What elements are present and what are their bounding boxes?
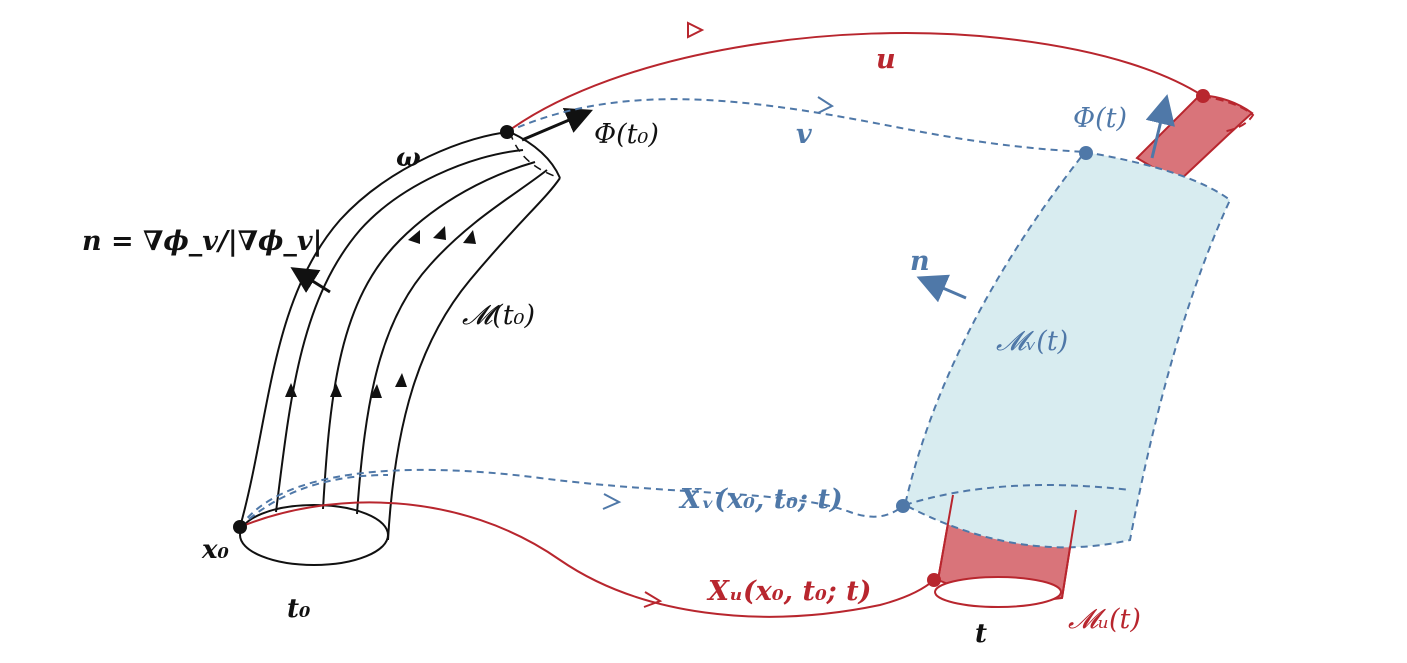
vorticity-arrowhead [330,383,342,397]
mu-t-label: 𝓜ᵤ(t) [1068,604,1141,635]
tube-top-cap-back [509,131,561,179]
t-label: t [975,619,987,649]
v-label: v [796,119,812,150]
vorticity-arrowhead [285,383,297,397]
xv-label: Xᵥ(x₀, t₀; t) [678,484,843,515]
normal-definition-label: n = ∇ϕ_v/|∇ϕ_v| [82,226,322,257]
tube-right-wall [387,177,561,541]
tube-normal-arrow [290,267,331,294]
v-tube-bottom-back [239,474,389,528]
vorticity-line-3 [356,169,548,515]
trajectories [239,21,1204,618]
vortex-tube-m-t0 [239,108,593,566]
u-trajectory-bottom [239,501,935,618]
xv-point [896,499,910,513]
xu-label: Xᵤ(x₀, t₀; t) [706,576,871,607]
tube-left-wall [239,131,511,528]
vorticity-line-2 [322,161,536,510]
mv-normal-arrow [916,274,967,303]
u-end-point [1196,89,1210,103]
points [233,89,1210,587]
vorticity-line-1 [275,149,524,513]
mu-tube-upper-cap [1202,95,1255,133]
u-label: u [876,44,896,75]
phi-t-label: Φ(t) [1073,103,1127,134]
labels: ω n = ∇ϕ_v/|∇ϕ_v| Φ(t₀) 𝓜(t₀) x₀ t₀ u v … [82,44,1141,649]
u-arrowhead-bottom [643,591,663,608]
m-t0-label: 𝓜(t₀) [462,300,535,331]
phi-t0-label: Φ(t₀) [594,119,659,150]
phi-t-arrow [1145,94,1175,159]
mv-surface [903,150,1232,549]
vorticity-arrowhead [370,384,382,398]
u-arrowhead-top [687,21,705,39]
vorticity-arrowhead [395,373,407,387]
u-trajectory-top [506,31,1204,133]
phi-t0-arrow [521,108,593,142]
tube-top-cap [509,131,561,179]
vortex-surface-mv [903,94,1232,599]
mu-tube-in-front [937,494,1077,599]
xu-point [927,573,941,587]
vorticity-arrowhead [463,230,476,244]
v-arrowhead-top [817,96,835,114]
vorticity-arrowhead [433,226,446,240]
x0-label: x₀ [201,535,230,565]
v-arrowhead-bottom [602,493,622,510]
x0-point [233,520,247,534]
mu-tube-bottom-cap [934,576,1062,608]
mv-t-label: 𝓜ᵥ(t) [996,326,1068,357]
mv-bottom-rim [904,484,1131,506]
vorticity-arrowhead [408,230,420,244]
tube-bottom-cap [239,504,389,566]
phi-t-point [1079,146,1093,160]
phi-t0-point [500,125,514,139]
omega-label: ω [396,143,421,173]
v-trajectory-top [506,98,1086,153]
t0-label: t₀ [287,594,311,624]
n-label: n [910,246,930,277]
